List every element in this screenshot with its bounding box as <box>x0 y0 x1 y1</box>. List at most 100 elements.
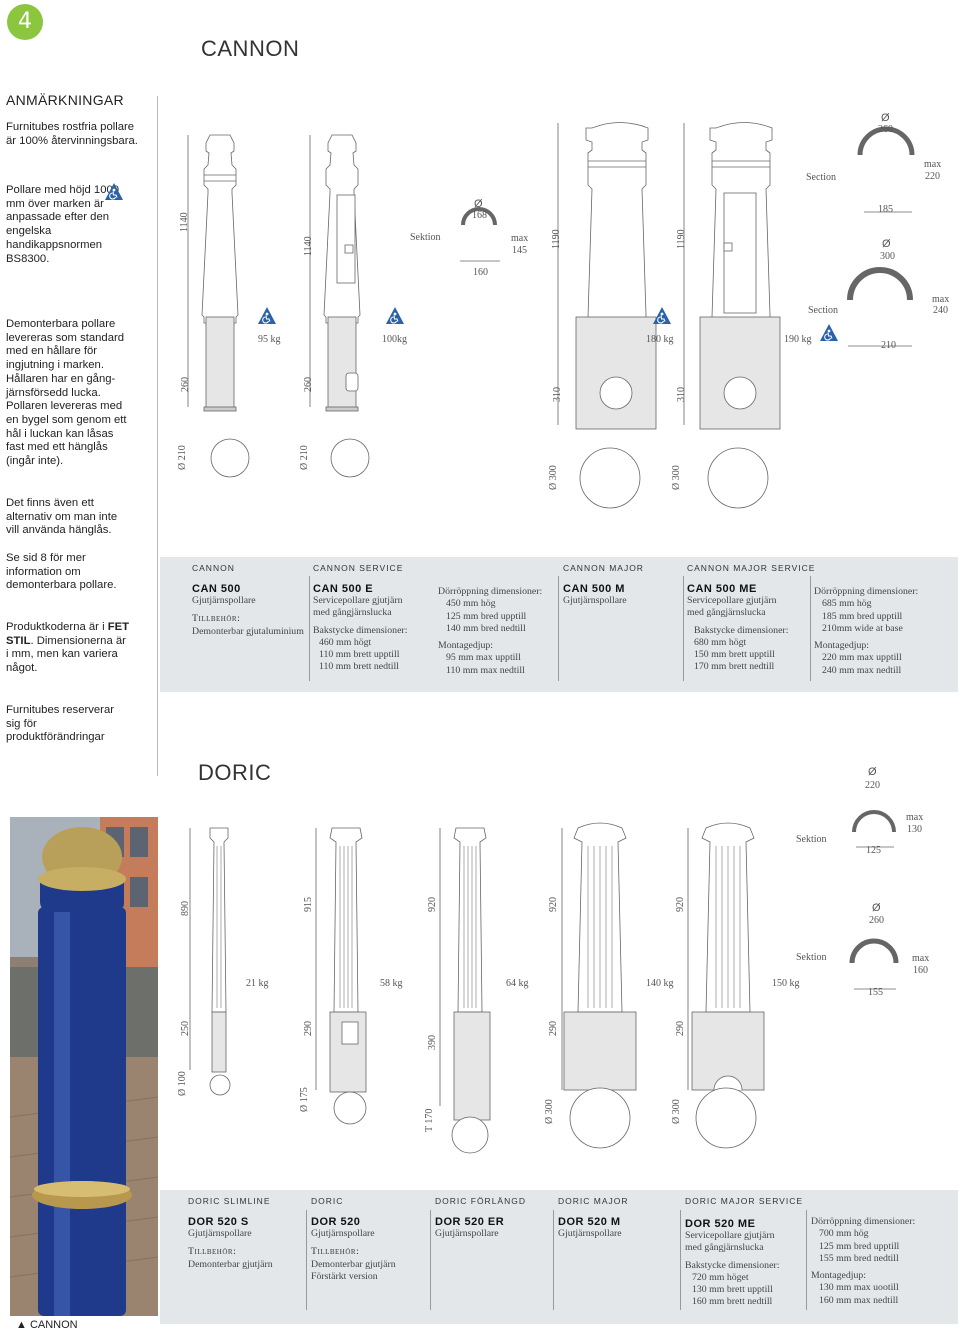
weight-4: 140 kg <box>646 978 674 989</box>
dim-base-1: 250 <box>180 1021 191 1036</box>
diameter-symbol: Ø <box>872 902 881 914</box>
divider <box>306 1210 307 1310</box>
wheelchair-icon <box>818 323 840 348</box>
dim-diameter-2: Ø 210 <box>299 445 310 470</box>
diameter-symbol: Ø <box>868 766 877 778</box>
weight-3: 180 kg <box>646 334 674 345</box>
wheelchair-icon <box>651 306 673 331</box>
notes-heading: ANMÄRKNINGAR <box>6 92 124 108</box>
dim-height-5: 920 <box>675 897 686 912</box>
dim-diameter-4: Ø 300 <box>544 1099 555 1124</box>
dim-height-1: 890 <box>180 901 191 916</box>
spec-dor520m: DORIC MAJOR DOR 520 M Gjutjärnspollare <box>558 1196 629 1239</box>
note-reserve: Furnitubes reserverar sig för produktför… <box>6 704 114 744</box>
dim-height-4: 1190 <box>676 229 687 249</box>
dim-base-5: 290 <box>675 1021 686 1036</box>
dim-max: max <box>511 233 529 244</box>
cannon-photo <box>10 817 158 1316</box>
diameter-symbol: Ø <box>881 112 890 124</box>
weight-5: 150 kg <box>772 978 800 989</box>
dim-300: 300 <box>880 251 895 262</box>
dim-diameter-3: Ø 300 <box>548 465 559 490</box>
weight-1: 95 kg <box>258 334 281 345</box>
doric-title: DORIC <box>198 760 272 785</box>
dim-max: max <box>906 812 924 823</box>
dim-base-1: 260 <box>180 377 191 392</box>
dim-220: 220 <box>865 780 880 791</box>
spec-dor520me: DORIC MAJOR SERVICE DOR 520 ME Servicepo… <box>685 1196 804 1308</box>
note-see-page: Se sid 8 för mer information om demonter… <box>6 552 117 592</box>
divider <box>309 576 310 681</box>
note-codes: Produktkoderna är i FET STIL. Dimensione… <box>6 621 130 675</box>
dim-max: max <box>924 159 942 170</box>
section-label: Sektion <box>796 952 827 963</box>
spec-can500m: CANNON MAJOR CAN 500 M Gjutjärnspollare <box>563 563 644 606</box>
dim-160: 160 <box>913 965 928 976</box>
dim-max: max <box>912 953 930 964</box>
weight-4: 190 kg <box>784 334 812 345</box>
note-removable: Demonterbara pollare levereras som stand… <box>6 318 127 468</box>
section-label: Sektion <box>796 834 827 845</box>
dim-base-2: 290 <box>303 1021 314 1036</box>
dim-diameter-2: Ø 175 <box>299 1087 310 1112</box>
spec-can500e: CANNON SERVICE CAN 500 E Servicepollare … <box>313 563 408 673</box>
spec-dor520er: DORIC FÖRLÄNGD DOR 520 ER Gjutjärnspolla… <box>435 1196 526 1239</box>
doric-spec-panel <box>160 1190 958 1324</box>
spec-can500me: CANNON MAJOR SERVICE CAN 500 ME Servicep… <box>687 563 816 673</box>
dim-height-2: 1140 <box>303 236 314 256</box>
section-label: Section <box>808 305 838 316</box>
divider <box>430 1210 431 1310</box>
divider <box>558 576 559 681</box>
dim-260: 260 <box>869 915 884 926</box>
dim-base-2: 260 <box>303 377 314 392</box>
dim-155: 155 <box>868 987 883 998</box>
dim-diameter-5: Ø 300 <box>671 1099 682 1124</box>
dim-130: 130 <box>907 824 922 835</box>
weight-3: 64 kg <box>506 978 529 989</box>
note-recyclable: Furnitubes rostfria pollare är 100% åter… <box>6 121 138 147</box>
weight-2: 58 kg <box>380 978 403 989</box>
dim-base-4: 290 <box>548 1021 559 1036</box>
dim-diameter-4: Ø 300 <box>671 465 682 490</box>
spec-dor520s: DORIC SLIMLINE DOR 520 S Gjutjärnspollar… <box>188 1196 273 1270</box>
dim-height-1: 1140 <box>179 212 190 232</box>
diameter-symbol: Ø <box>474 198 483 210</box>
weight-2: 100kg <box>382 334 407 345</box>
dim-diameter-3: T 170 <box>424 1108 435 1132</box>
dim-base-4: 310 <box>676 387 687 402</box>
dim-220: 220 <box>925 171 940 182</box>
dim-height-2: 915 <box>303 897 314 912</box>
divider <box>683 576 684 681</box>
dim-260: 260 <box>878 124 893 135</box>
section-label: Sektion <box>410 232 441 243</box>
section-label: Section <box>806 172 836 183</box>
dim-max: max <box>932 294 950 305</box>
cannon-title: CANNON <box>201 36 300 61</box>
diameter-symbol: Ø <box>882 238 891 250</box>
divider <box>680 1210 681 1310</box>
dim-diameter-1: Ø 210 <box>177 445 188 470</box>
cannon-drawings <box>187 122 915 509</box>
dim-height-3: 1190 <box>551 229 562 249</box>
dim-168: 168 <box>472 210 487 221</box>
page-number-badge: 4 <box>7 4 43 40</box>
cannon-spec-panel <box>160 557 958 692</box>
note-alternative: Det finns även ett alternativ om man int… <box>6 497 118 537</box>
dim-160: 160 <box>473 267 488 278</box>
divider <box>157 96 158 776</box>
doric-drawings <box>189 810 899 1154</box>
dim-185: 185 <box>878 204 893 215</box>
dim-diameter-1: Ø 100 <box>177 1071 188 1096</box>
dim-125: 125 <box>866 845 881 856</box>
weight-1: 21 kg <box>246 978 269 989</box>
photo-caption: ▲ CANNON <box>16 1319 78 1331</box>
divider <box>553 1210 554 1310</box>
note-bs8300: Pollare med höjd 1000 mm över marken är … <box>6 184 120 265</box>
dim-height-4: 920 <box>548 897 559 912</box>
dim-210: 210 <box>881 340 896 351</box>
